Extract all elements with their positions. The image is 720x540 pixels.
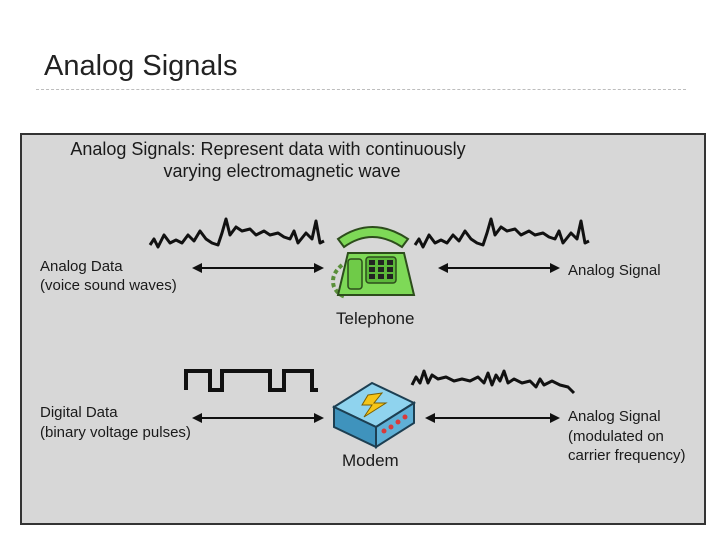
- modem-icon: [331, 381, 417, 449]
- analog-signal-label-bottom-line2: (modulated on: [568, 428, 664, 445]
- telephone-icon: [331, 226, 416, 299]
- figure-headline-line2: varying electromagnetic wave: [163, 161, 401, 181]
- digital-data-label-line2: (binary voltage pulses): [40, 424, 191, 441]
- analog-signal-label-top: Analog Signal: [568, 262, 661, 279]
- analog-signal-label-bottom-line1: Analog Signal: [568, 408, 661, 425]
- digital-pulse-waveform: [184, 369, 318, 392]
- analog-signals-figure: Analog Signals: Represent data with cont…: [20, 133, 706, 525]
- modulated-carrier-waveform: [410, 369, 576, 395]
- title-divider: [36, 89, 686, 90]
- analog-data-label-line2: (voice sound waves): [40, 277, 177, 294]
- voice-waveform-right: [413, 217, 590, 249]
- digital-data-label-line1: Digital Data: [40, 404, 118, 421]
- diagram-artwork: [148, 217, 590, 449]
- analog-data-label-line1: Analog Data: [40, 258, 123, 275]
- figure-headline-line1: Analog Signals: Represent data with cont…: [70, 139, 466, 159]
- slide-title: Analog Signals: [44, 50, 238, 82]
- analog-signal-label-bottom-line3: carrier frequency): [568, 447, 686, 464]
- telephone-label: Telephone: [336, 309, 415, 328]
- modem-label: Modem: [342, 451, 399, 470]
- voice-waveform-left: [148, 217, 325, 249]
